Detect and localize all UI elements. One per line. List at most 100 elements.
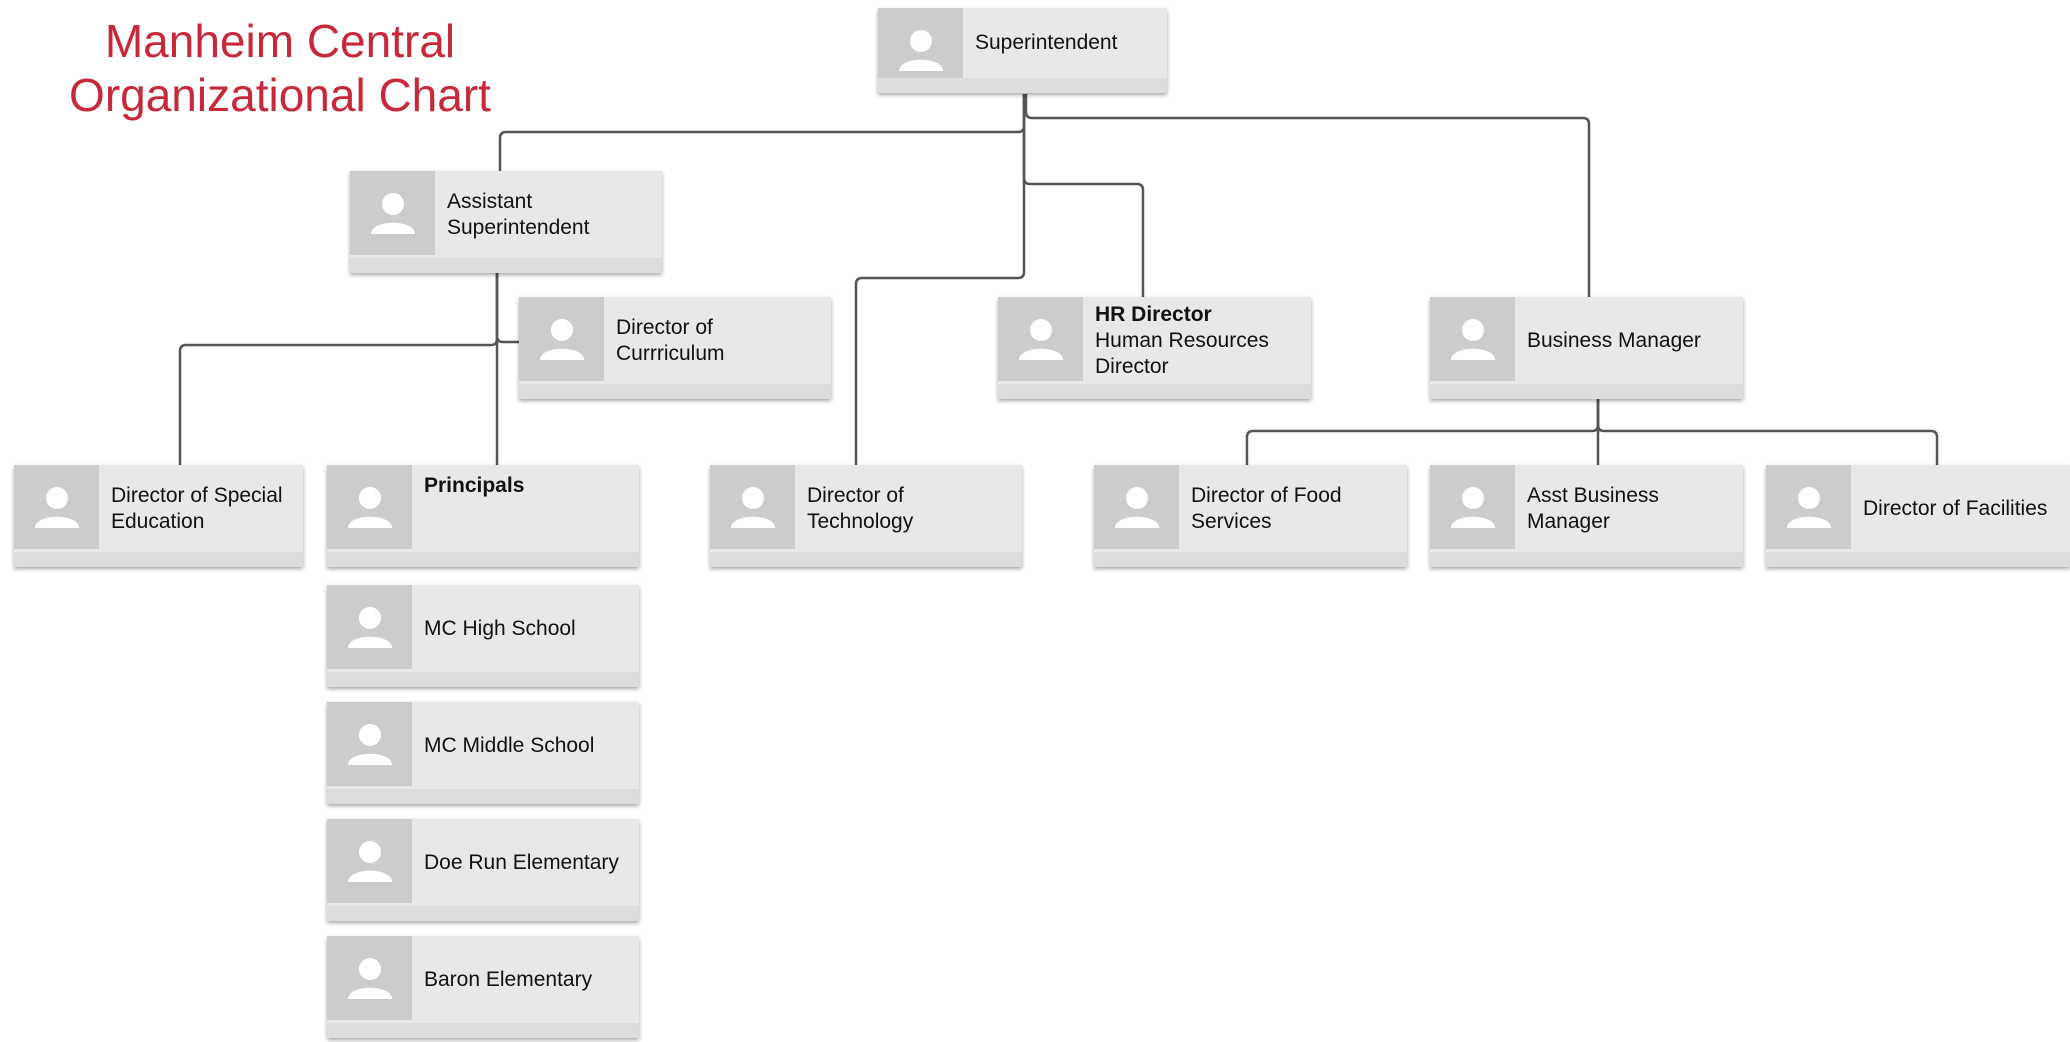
person-icon <box>348 487 392 528</box>
avatar <box>327 465 412 549</box>
node-label-line-2: Technology <box>807 509 914 533</box>
avatar <box>998 297 1083 381</box>
node-label-line-1: Human Resources <box>1095 328 1269 352</box>
connector-superintendent-assistant <box>498 94 1026 171</box>
person-icon <box>1451 319 1495 360</box>
node-label-line-2: Director <box>1095 354 1169 378</box>
node-label-line-1: Director of Food <box>1191 483 1342 507</box>
card-footer <box>327 1023 639 1038</box>
node-mc-high-school[interactable]: MC High School <box>327 585 639 687</box>
node-label: MC High School <box>424 616 576 640</box>
node-text: Principals <box>424 465 631 552</box>
node-label: Superintendent <box>975 31 1118 54</box>
person-icon <box>899 30 943 71</box>
node-label-line-1: Asst Business <box>1527 483 1659 507</box>
connector-business-food <box>1245 398 1600 465</box>
node-label: MC Middle School <box>424 733 595 757</box>
person-icon <box>348 958 392 999</box>
person-icon <box>1787 487 1831 528</box>
person-icon <box>731 487 775 528</box>
card-footer <box>1766 552 2070 567</box>
connector-assistant-curriculum <box>495 273 520 344</box>
node-text: Assistant Superintendent <box>447 171 654 258</box>
person-icon <box>35 487 79 528</box>
avatar <box>1094 465 1179 549</box>
card-footer <box>327 906 639 921</box>
node-doe-run-elementary[interactable]: Doe Run Elementary <box>327 819 639 921</box>
card-footer <box>998 384 1311 399</box>
card-footer <box>350 258 662 273</box>
avatar <box>710 465 795 549</box>
person-icon <box>371 193 415 234</box>
node-hr-director[interactable]: HR Director Human Resources Director <box>998 297 1311 399</box>
node-text: Director of Special Education <box>111 465 295 552</box>
node-text: Baron Elementary <box>424 936 631 1023</box>
node-director-special-education[interactable]: Director of Special Education <box>14 465 303 567</box>
card-footer <box>710 552 1022 567</box>
avatar <box>519 297 604 381</box>
node-asst-business-manager[interactable]: Asst Business Manager <box>1430 465 1743 567</box>
connector-superintendent-technology <box>854 94 1026 465</box>
node-principals[interactable]: Principals <box>327 465 639 567</box>
card-footer <box>878 78 1167 93</box>
node-business-manager[interactable]: Business Manager <box>1430 297 1743 399</box>
avatar <box>350 171 435 255</box>
node-text: Director of Currriculum <box>616 297 823 384</box>
card-footer <box>1430 552 1743 567</box>
avatar <box>1430 297 1515 381</box>
node-text: Director of Facilities <box>1863 465 2062 552</box>
avatar <box>327 936 412 1020</box>
card-footer <box>14 552 303 567</box>
chart-title-line-2: Organizational Chart <box>69 69 491 121</box>
node-text: Business Manager <box>1527 297 1735 384</box>
node-director-facilities[interactable]: Director of Facilities <box>1766 465 2070 567</box>
person-icon <box>540 319 584 360</box>
node-text: Asst Business Manager <box>1527 465 1735 552</box>
person-icon <box>348 841 392 882</box>
node-label: Baron Elementary <box>424 967 593 991</box>
node-text: MC High School <box>424 585 631 672</box>
node-label: Director of Facilities <box>1863 496 2048 520</box>
chart-title: Manheim Central Organizational Chart <box>40 14 520 122</box>
avatar <box>327 819 412 903</box>
card-footer <box>327 672 639 687</box>
node-text: Superintendent <box>975 8 1159 78</box>
connector-assistant-special-ed <box>178 273 499 465</box>
node-label-line-1: Director of Special <box>111 483 283 507</box>
node-text: Director of Technology <box>807 465 1014 552</box>
avatar <box>14 465 99 549</box>
person-icon <box>1019 319 1063 360</box>
person-icon <box>1115 487 1159 528</box>
card-footer <box>1094 552 1407 567</box>
person-icon <box>1451 487 1495 528</box>
chart-title-line-1: Manheim Central <box>104 15 456 67</box>
node-label-line-1: Assistant <box>447 189 533 213</box>
node-director-technology[interactable]: Director of Technology <box>710 465 1022 567</box>
card-footer <box>1430 384 1743 399</box>
connector-superintendent-business <box>1024 94 1591 297</box>
node-label: Doe Run Elementary <box>424 850 619 874</box>
node-label-line-2: Superintendent <box>447 215 590 239</box>
node-label-line-1: Director of <box>616 315 713 339</box>
node-mc-middle-school[interactable]: MC Middle School <box>327 702 639 804</box>
node-baron-elementary[interactable]: Baron Elementary <box>327 936 639 1038</box>
node-director-curriculum[interactable]: Director of Currriculum <box>519 297 831 399</box>
node-label-line-1: Director of <box>807 483 904 507</box>
card-footer <box>519 384 831 399</box>
person-icon <box>348 607 392 648</box>
card-footer <box>327 552 639 567</box>
node-text: MC Middle School <box>424 702 631 789</box>
node-text: Doe Run Elementary <box>424 819 631 906</box>
node-heading: HR Director <box>1095 302 1212 326</box>
avatar <box>327 585 412 669</box>
node-assistant-superintendent[interactable]: Assistant Superintendent <box>350 171 662 273</box>
connector-business-facilities <box>1596 398 1939 465</box>
node-label: Business Manager <box>1527 328 1701 352</box>
node-text: Director of Food Services <box>1191 465 1399 552</box>
node-superintendent[interactable]: Superintendent <box>878 8 1167 93</box>
node-label-line-2: Currriculum <box>616 341 725 365</box>
avatar <box>1766 465 1851 549</box>
node-label-line-2: Manager <box>1527 509 1610 533</box>
node-director-food-services[interactable]: Director of Food Services <box>1094 465 1407 567</box>
